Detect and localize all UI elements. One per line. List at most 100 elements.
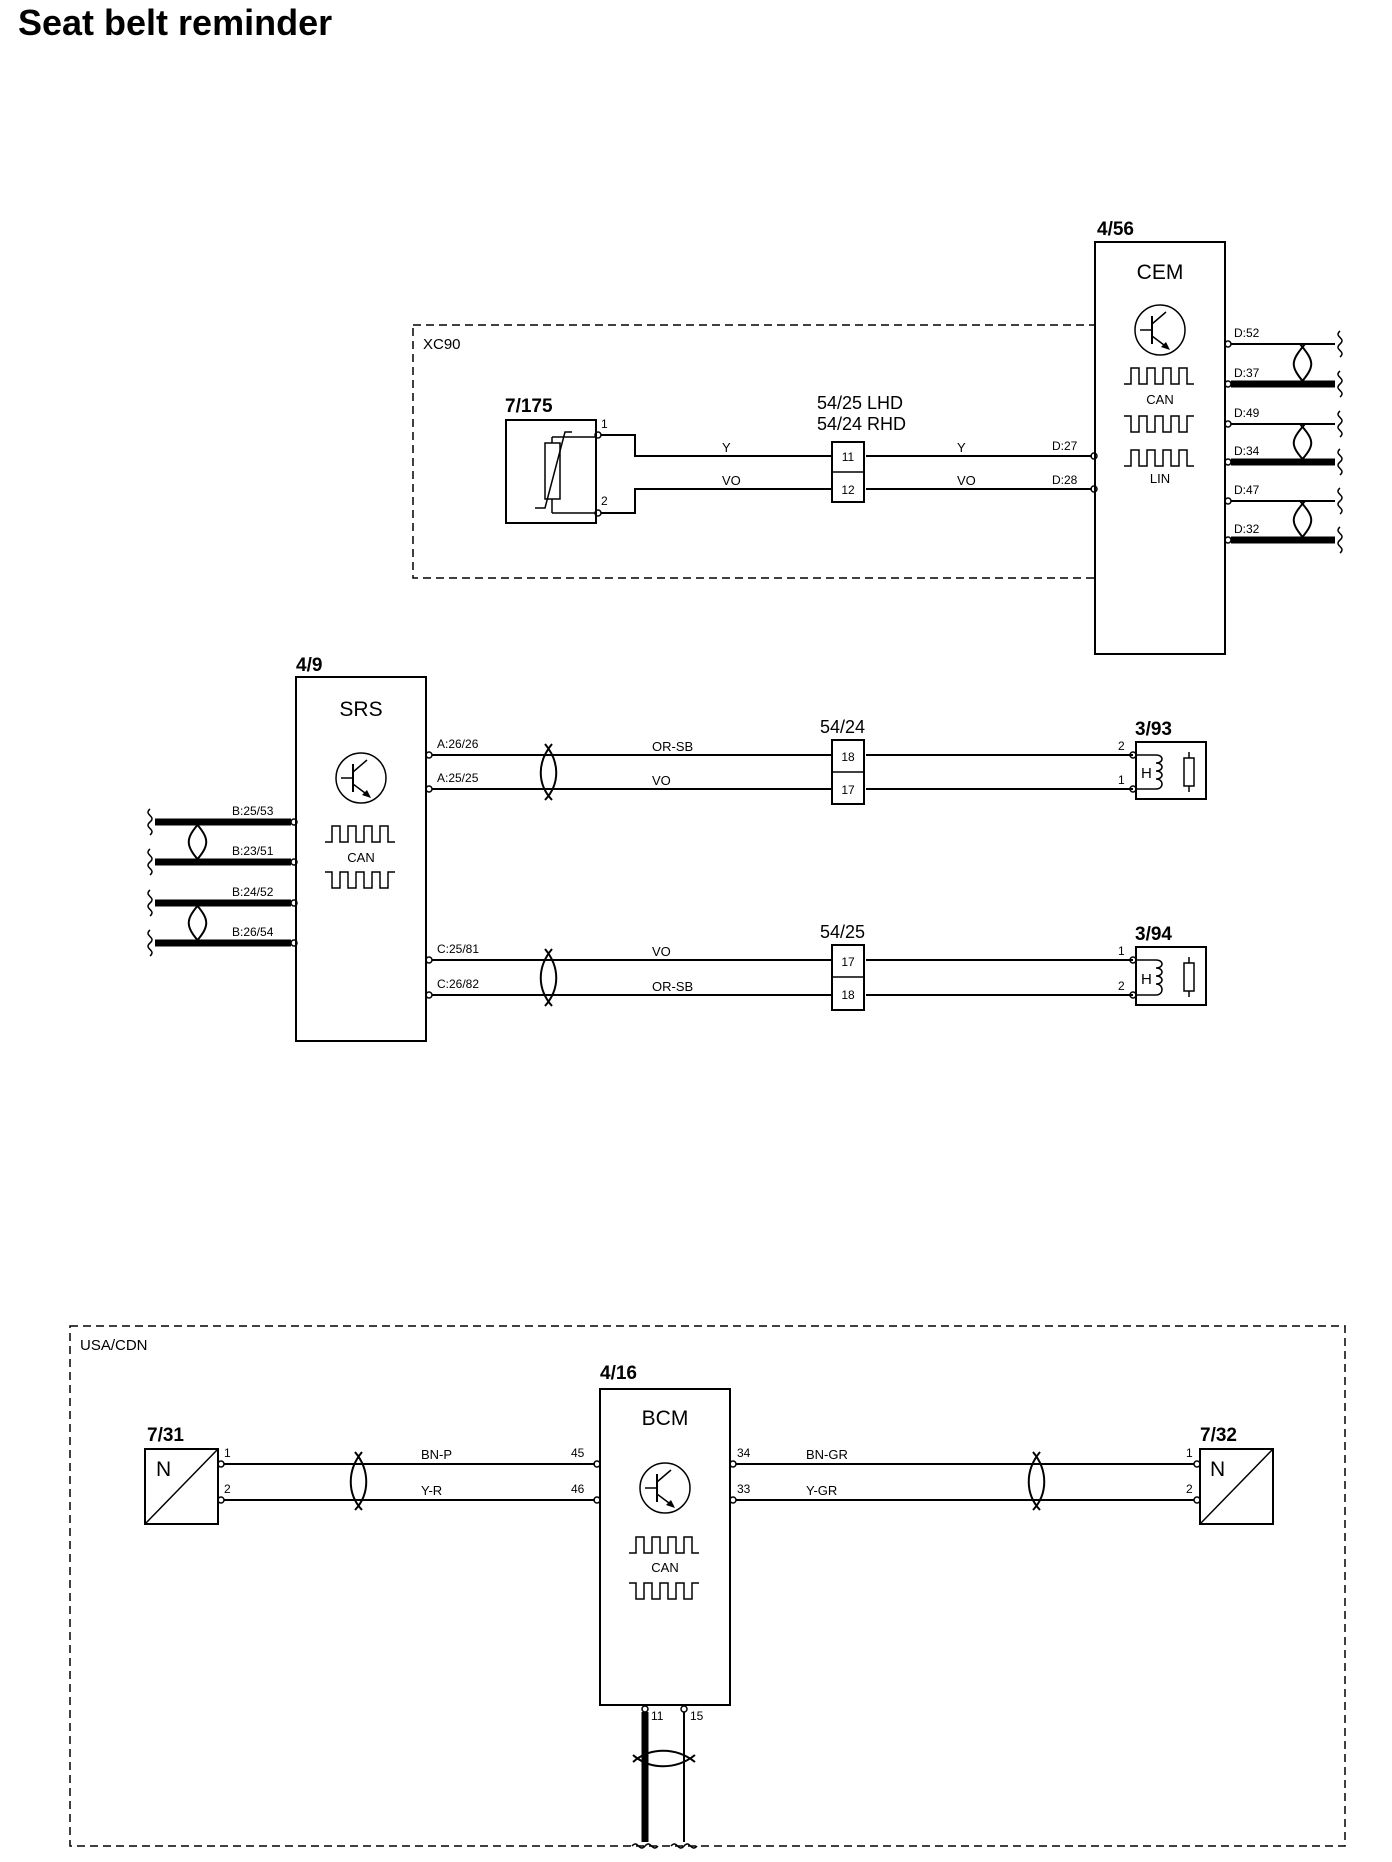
cem-pin-label: D:37 — [1234, 366, 1260, 380]
xc90-area-label: XC90 — [423, 336, 461, 353]
buckle-pin-number: 1 — [1118, 944, 1125, 958]
srs-name: SRS — [339, 698, 382, 721]
sensor-pin-number: 2 — [1186, 1482, 1193, 1496]
bcm-module — [599, 1388, 731, 1706]
bcm-pin-label: 46 — [571, 1482, 585, 1496]
cem-can-label: CAN — [1146, 392, 1173, 407]
buckle-pin-number: 2 — [1118, 739, 1125, 753]
cem-transistor-icon — [1134, 304, 1186, 356]
sensor-7-175-pin2: 2 — [601, 494, 608, 508]
bcm-pin-label: 34 — [737, 1446, 751, 1460]
wire-color-label: OR-SB — [652, 979, 693, 994]
pin-icon — [1090, 452, 1098, 460]
cem-pin-label: D:34 — [1234, 444, 1260, 458]
buckle-pin-number: 2 — [1118, 979, 1125, 993]
wire-color-label: BN-P — [421, 1447, 452, 1462]
usa-cdn-area-label: USA/CDN — [80, 1337, 148, 1354]
wire-color-label: VO — [652, 773, 671, 788]
bcm-can-label: CAN — [651, 1560, 678, 1575]
wire-color-label: Y-GR — [806, 1483, 837, 1498]
connector-pin-number: 18 — [841, 750, 855, 764]
srs-ref: 4/9 — [296, 655, 322, 676]
connector-pin-number: 17 — [841, 783, 855, 797]
srs-can-signal-icon — [325, 825, 395, 889]
cem-pin-label: D:49 — [1234, 406, 1260, 420]
page-title: Seat belt reminder — [18, 2, 333, 43]
cem-name: CEM — [1137, 261, 1184, 284]
pin-icon — [593, 1496, 601, 1504]
sensor-7-31-bcm-wires — [224, 1451, 595, 1511]
pin-icon — [593, 1460, 601, 1468]
wire-color-label: Y — [722, 440, 731, 455]
connector-pin-number: 11 — [842, 450, 855, 464]
hall-symbol: H — [1141, 971, 1152, 988]
sensor-symbol: N — [156, 1458, 171, 1481]
srs-module — [295, 676, 427, 1042]
hall-sensor-icon — [1136, 957, 1195, 997]
wire-color-label: Y — [957, 440, 966, 455]
bcm-name: BCM — [642, 1407, 689, 1430]
bcm-pin-label: 11 — [651, 1709, 664, 1723]
usa-cdn-area-border — [69, 1325, 1346, 1847]
cem-bus-wires — [1224, 330, 1343, 554]
connector-label: 54/24 RHD — [817, 414, 906, 434]
hall-symbol: H — [1141, 765, 1152, 782]
cem-pin-label: D:47 — [1234, 483, 1260, 497]
wire-color-label: OR-SB — [652, 739, 693, 754]
cem-lin-label: LIN — [1150, 471, 1170, 486]
sensor-symbol: N — [1210, 1458, 1225, 1481]
pin-icon — [729, 1460, 737, 1468]
wire-color-label: VO — [722, 473, 741, 488]
bcm-can-signal-icon — [629, 1536, 699, 1600]
hall-sensor-icon — [1136, 752, 1195, 792]
srs-pin-label: B:25/53 — [232, 804, 274, 818]
connector-54-25-ref: 54/25 — [820, 922, 865, 942]
srs-pin-label: B:23/51 — [232, 844, 274, 858]
bcm-bus-wires — [631, 1705, 698, 1849]
srs-transistor-icon — [335, 752, 387, 804]
srs-pin-label: B:24/52 — [232, 885, 274, 899]
cem-lin-signal-icon — [1124, 449, 1194, 467]
sensor-pin-number: 2 — [224, 1482, 231, 1496]
srs-pin-label: A:25/25 — [437, 771, 479, 785]
srs-buckle-3-93-wires — [432, 743, 1133, 801]
connector-label: 54/25 LHD — [817, 393, 903, 413]
wire-color-label: Y-R — [421, 1483, 442, 1498]
srs-can-label: CAN — [347, 850, 374, 865]
srs-pin-label: C:26/82 — [437, 977, 479, 991]
sensor-pin-number: 1 — [1186, 1446, 1193, 1460]
pin-icon — [1090, 485, 1098, 493]
sensor-pin-number: 1 — [224, 1446, 231, 1460]
srs-buckle-3-94-wires — [432, 948, 1133, 1007]
wire-color-label: BN-GR — [806, 1447, 848, 1462]
bcm-sensor-7-32-wires — [736, 1451, 1194, 1511]
sensor-7-32-ref: 7/32 — [1200, 1425, 1237, 1446]
bcm-pin-label: 45 — [571, 1446, 585, 1460]
pin-icon — [729, 1496, 737, 1504]
cem-pin-label: D:52 — [1234, 326, 1260, 340]
cem-input-pin-label: D:28 — [1052, 473, 1078, 487]
sensor-7-31-ref: 7/31 — [147, 1425, 184, 1446]
cem-module — [1094, 241, 1226, 655]
connector-pin-number: 17 — [841, 955, 855, 969]
srs-pin-label: A:26/26 — [437, 737, 479, 751]
variable-resistor-icon — [535, 431, 597, 514]
sensor-7-175-ref: 7/175 — [505, 396, 553, 417]
buckle-3-94-ref: 3/94 — [1135, 924, 1172, 945]
bcm-transistor-icon — [639, 1462, 691, 1514]
cem-ref: 4/56 — [1097, 219, 1134, 240]
cem-input-pin-label: D:27 — [1052, 439, 1078, 453]
buckle-pin-number: 1 — [1118, 773, 1125, 787]
wire-color-label: VO — [957, 473, 976, 488]
buckle-3-93-ref: 3/93 — [1135, 719, 1172, 740]
bcm-ref: 4/16 — [600, 1363, 637, 1384]
srs-bus-wires — [147, 808, 298, 957]
sensor-7-175-pin1: 1 — [601, 417, 608, 431]
sensor-7-175 — [505, 419, 597, 524]
bcm-pin-label: 15 — [690, 1709, 704, 1723]
srs-pin-label: B:26/54 — [232, 925, 274, 939]
connector-pin-number: 12 — [841, 483, 855, 497]
srs-pin-label: C:25/81 — [437, 942, 479, 956]
cem-pin-label: D:32 — [1234, 522, 1260, 536]
